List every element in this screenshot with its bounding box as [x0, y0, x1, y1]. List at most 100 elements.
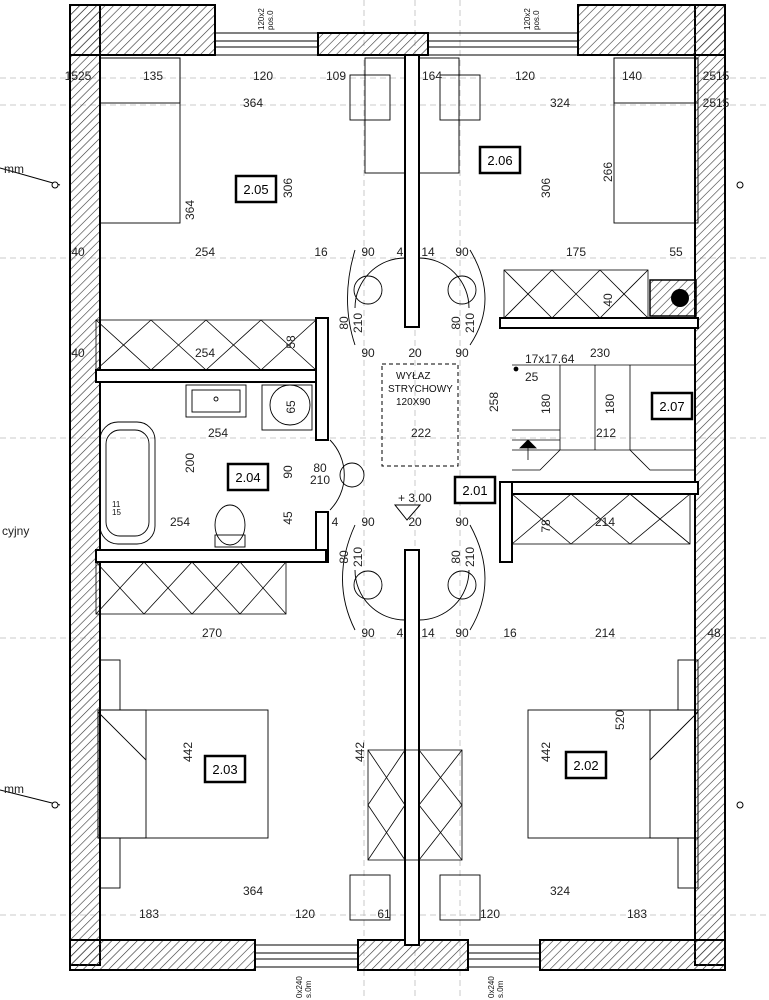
dim-label: 120 [515, 69, 535, 83]
dim-label: 20 [408, 515, 422, 529]
attic-hatch [381, 363, 459, 467]
vertical-dimensions: 364 306 306 266 80 210 80 210 58 40 65 2… [181, 162, 627, 762]
room-label: 2.05 [243, 182, 268, 197]
dim-label: 210 [463, 313, 477, 333]
edge-label: cyjny [2, 524, 29, 538]
dim-label: 90 [361, 346, 375, 360]
dim-label: 90 [361, 515, 375, 529]
room-labels: 2.05 2.06 2.04 2.07 2.01 2.03 2.02 [203, 145, 694, 784]
dim-label: 183 [627, 907, 647, 921]
level-label: + 3.00 [398, 491, 432, 505]
dim-label: 214 [595, 626, 615, 640]
window-label: 0x240 [487, 976, 496, 998]
dim-label: 306 [539, 178, 553, 198]
room-label: 2.03 [212, 762, 237, 777]
dim-label: 16 [314, 245, 328, 259]
dim-label: 210 [351, 547, 365, 567]
dim-label: 210 [463, 547, 477, 567]
dim-label: 20 [408, 346, 422, 360]
dim-label: 55 [669, 245, 683, 259]
dim-label: 90 [361, 626, 375, 640]
dim-label: 90 [455, 245, 469, 259]
notes: WYŁAZ STRYCHOWY 120X90 + 3.00 17x17.64 2… [2, 162, 575, 796]
dim-label: 120 [295, 907, 315, 921]
room-label-box [453, 475, 497, 505]
window-label: s.0m [496, 980, 505, 998]
dim-label: 210 [310, 473, 330, 487]
dim-label: 520 [613, 710, 627, 730]
dim-label: 80 [449, 550, 463, 564]
dim-label: 40 [71, 346, 85, 360]
room-label-box [478, 145, 522, 175]
dim-label: 40 [71, 245, 85, 259]
room-label: 2.06 [487, 153, 512, 168]
stair-label: 17x17.64 [525, 352, 575, 366]
dim-label: 90 [455, 346, 469, 360]
dim-label: 2515 [703, 69, 730, 83]
dim-label: 442 [353, 742, 367, 762]
dim-label: 230 [590, 346, 610, 360]
dim-label: 90 [455, 626, 469, 640]
window-labels: 120x2 pos.0 120x2 pos.0 0x240 s.0m 0x240… [257, 8, 541, 998]
dim-label: 16 [503, 626, 517, 640]
desks-chairs [349, 57, 481, 921]
room-label-box [564, 750, 608, 780]
dim-label: 254 [170, 515, 190, 529]
dim-label: 65 [284, 400, 298, 414]
wardrobes [95, 269, 691, 861]
window-label: 0x240 [295, 976, 304, 998]
dim-label: 61 [377, 907, 391, 921]
stair-label: 25 [525, 370, 539, 384]
dim-label: 80 [337, 550, 351, 564]
room-label-box [650, 391, 694, 421]
stairs [512, 364, 695, 471]
room-label: 2.01 [462, 483, 487, 498]
window-label: pos.0 [532, 10, 541, 30]
bathroom-fixtures [99, 384, 313, 548]
dim-label: 2515 [703, 96, 730, 110]
room-label-box [203, 754, 247, 784]
dim-label: 109 [326, 69, 346, 83]
dim-label: 364 [183, 200, 197, 220]
level-marker [393, 504, 422, 521]
window-label: 120x2 [523, 8, 532, 30]
dim-label: 183 [139, 907, 159, 921]
small-label: 15 [112, 508, 121, 517]
room-label: 2.02 [573, 758, 598, 773]
dim-label: 40 [601, 293, 615, 307]
room-label: 2.07 [659, 399, 684, 414]
dim-label: 164 [422, 69, 442, 83]
dimension-labels: 1525 135 120 109 164 120 140 2515 364 32… [65, 69, 730, 921]
window-label: 120x2 [257, 8, 266, 30]
dim-label: 120 [480, 907, 500, 921]
dim-label: 254 [195, 245, 215, 259]
dim-label: 1525 [65, 69, 92, 83]
dim-label: 135 [143, 69, 163, 83]
dim-label: 254 [208, 426, 228, 440]
dim-label: 270 [202, 626, 222, 640]
hatch-label: STRYCHOWY [388, 384, 453, 395]
dim-label: 442 [539, 742, 553, 762]
dim-label: 214 [595, 515, 615, 529]
doors [329, 249, 486, 631]
dim-label: 90 [361, 245, 375, 259]
dim-label: 14 [421, 626, 435, 640]
dim-label: 175 [566, 245, 586, 259]
axis-markers [0, 167, 744, 809]
dim-label: 212 [596, 426, 616, 440]
dim-label: 180 [539, 394, 553, 414]
dim-label: 266 [601, 162, 615, 182]
dim-label: 90 [455, 515, 469, 529]
dim-label: 180 [603, 394, 617, 414]
dim-label: 90 [281, 465, 295, 479]
dim-label: 14 [421, 245, 435, 259]
beds [97, 57, 699, 889]
room-label-box [234, 174, 278, 204]
dim-label: 258 [487, 392, 501, 412]
dim-label: 80 [449, 316, 463, 330]
dim-label: 364 [243, 96, 263, 110]
dim-label: 254 [195, 346, 215, 360]
dim-label: 4 [397, 626, 404, 640]
dim-label: 200 [183, 453, 197, 473]
